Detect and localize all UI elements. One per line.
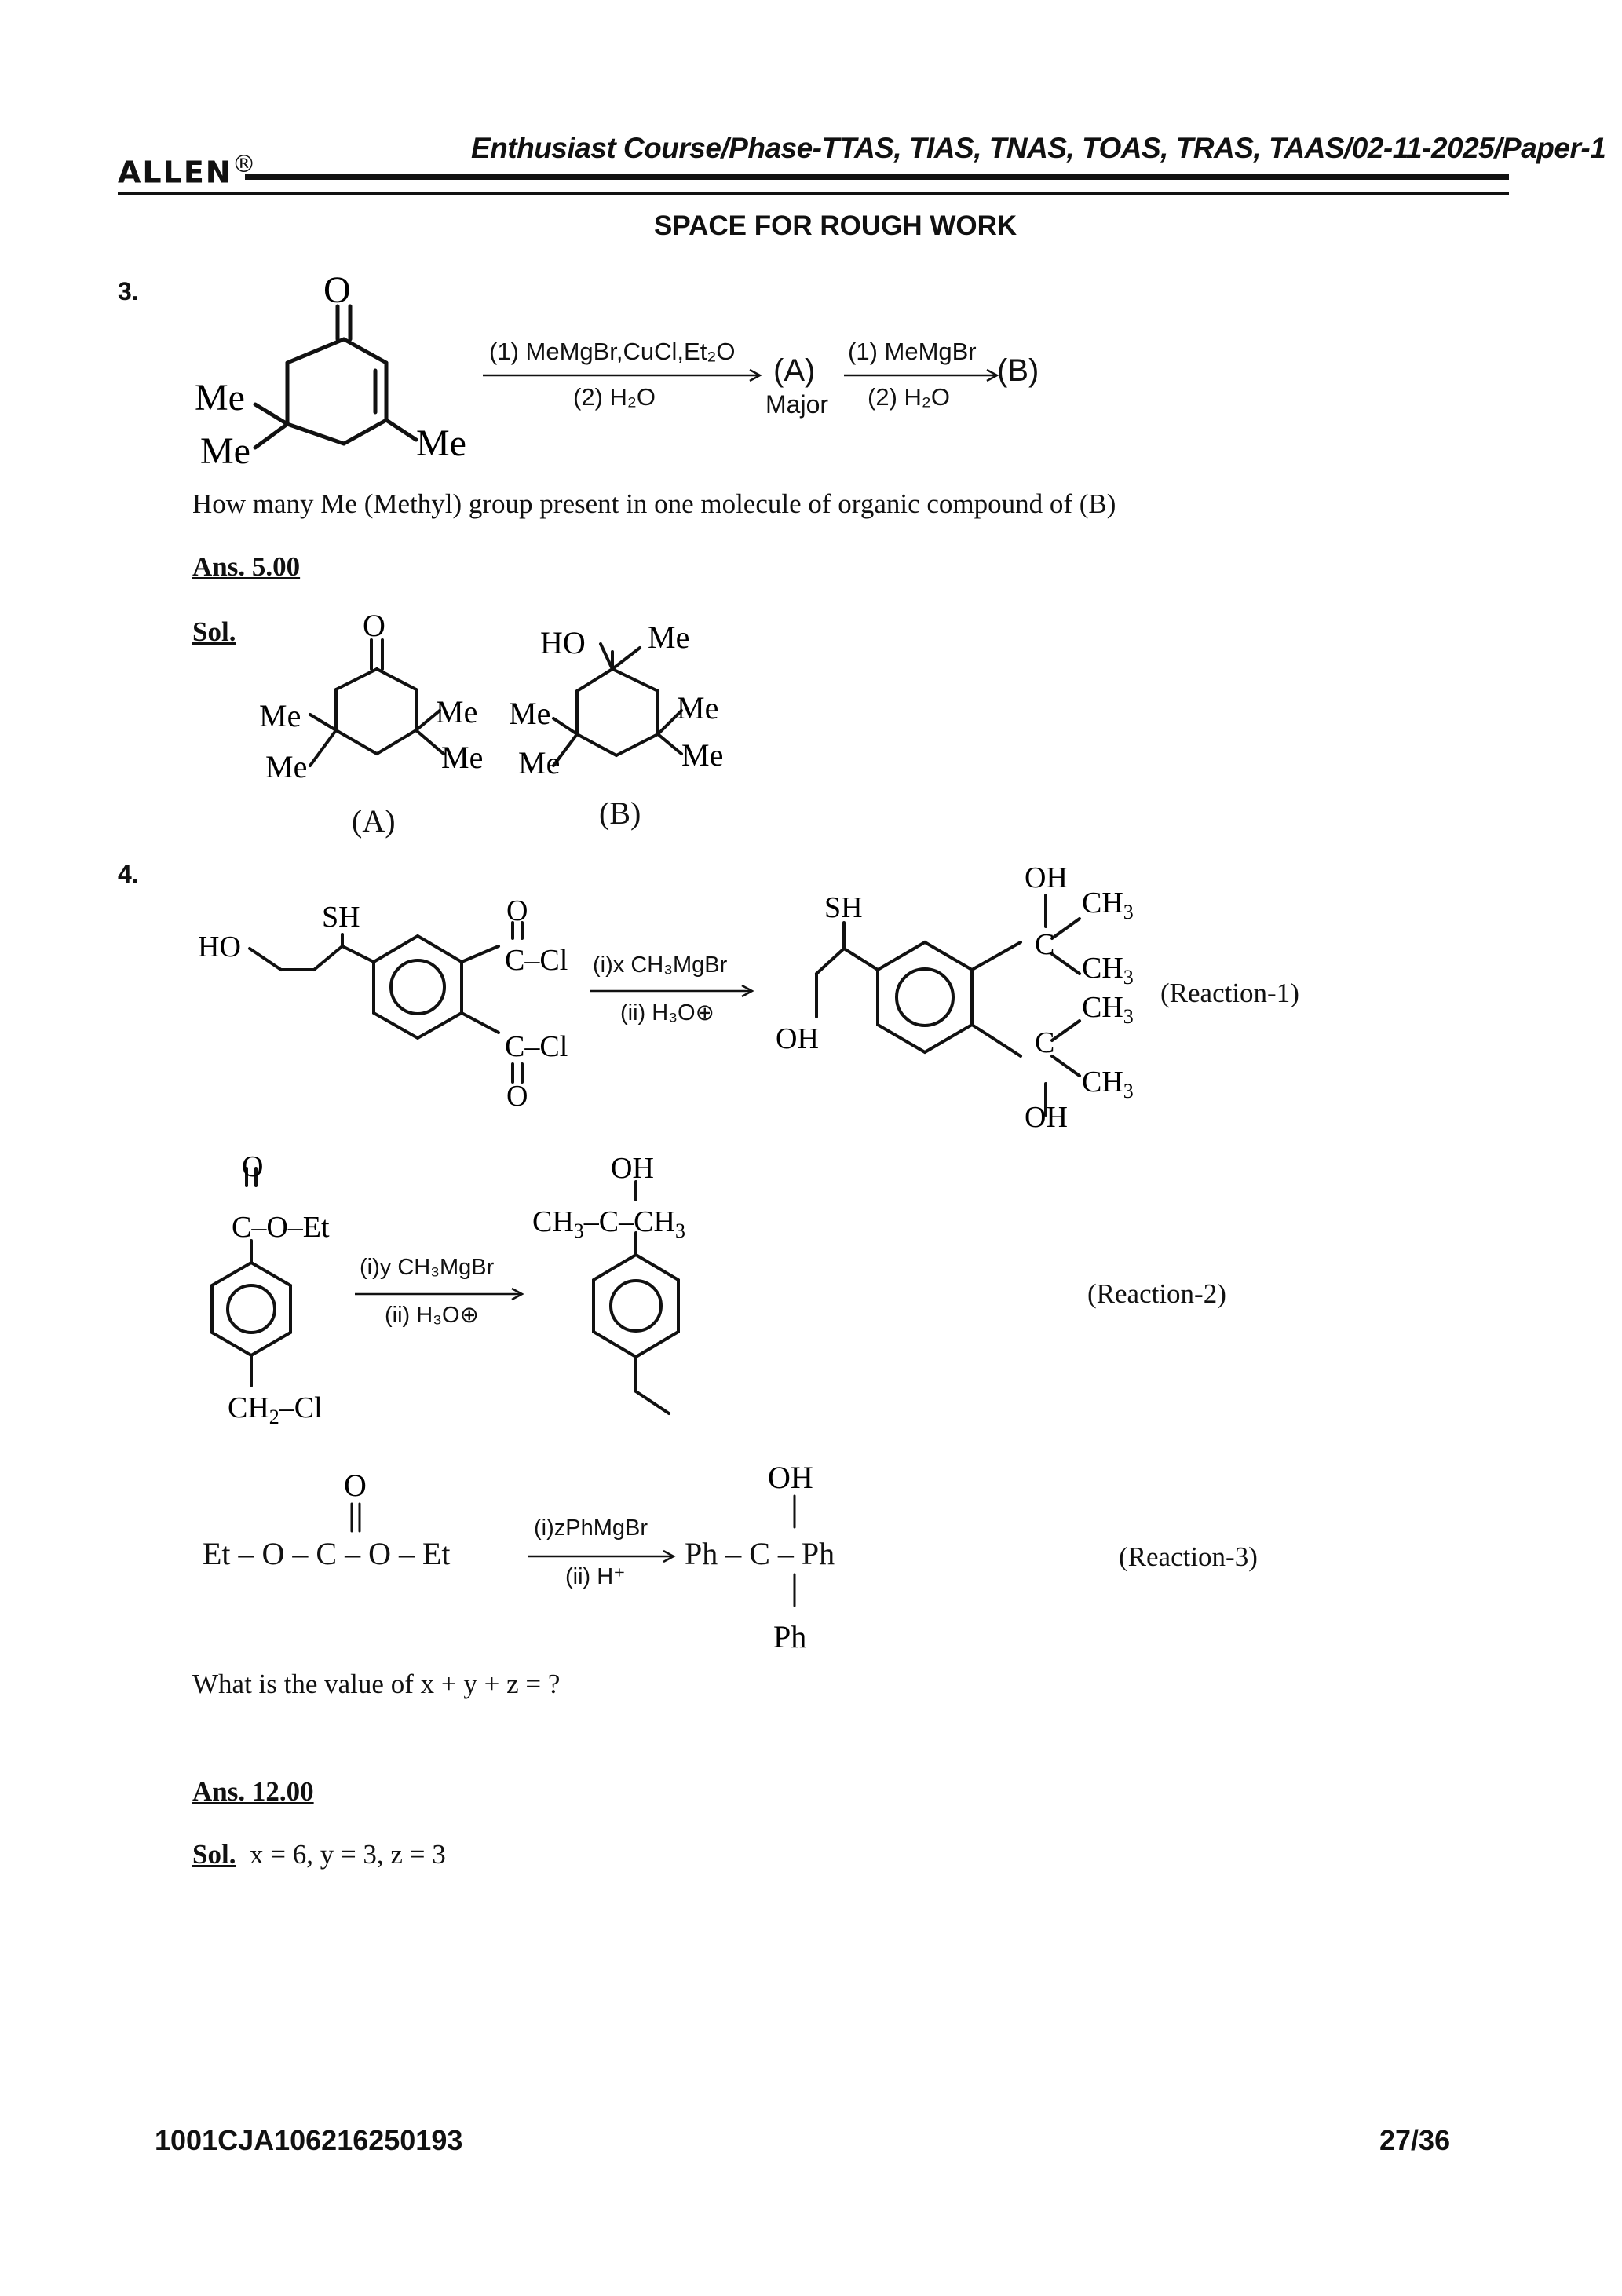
r3-product: Ph – C – Ph: [685, 1536, 835, 1571]
q4-solution: Sol. x = 6, y = 3, z = 3: [192, 1839, 446, 1870]
q3-reagent2-top: (1) MeMgBr: [848, 338, 977, 365]
course-header: Enthusiast Course/Phase-TTAS, TIAS, TNAS…: [471, 132, 1606, 164]
question-3-number: 3.: [118, 277, 139, 305]
methyl-label: Me: [195, 377, 245, 419]
svg-text:OH: OH: [776, 1022, 819, 1055]
registered-mark: ®: [232, 151, 256, 178]
r1-reagent-bottom: (ii) H₃O⊕: [620, 1000, 714, 1026]
r3-reactant: Et – O – C – O – Et: [203, 1536, 451, 1571]
svg-text:C: C: [1035, 1026, 1054, 1059]
svg-text:CH3–C–CH3: CH3–C–CH3: [532, 1205, 685, 1242]
q3-question-text: How many Me (Methyl) group present in on…: [192, 488, 1116, 519]
page-number: 27/36: [1379, 2124, 1451, 2156]
r2-reagent-bottom: (ii) H₃O⊕: [385, 1303, 479, 1328]
svg-text:SH: SH: [322, 901, 360, 934]
q4-sol-text: x = 6, y = 3, z = 3: [249, 1839, 446, 1870]
svg-text:Me: Me: [648, 620, 689, 655]
r2-reagent-top: (i)y CH₃MgBr: [360, 1255, 495, 1280]
svg-text:Me: Me: [509, 696, 550, 731]
reaction-3-label: (Reaction-3): [1119, 1541, 1258, 1572]
q3-solution-label: Sol.: [192, 616, 236, 648]
q3-reagent2-bottom: (2) H₂O: [868, 383, 951, 411]
question-4-number: 4.: [118, 860, 139, 888]
svg-text:OH: OH: [768, 1460, 813, 1495]
svg-text:Me: Me: [265, 749, 307, 784]
svg-text:O: O: [363, 608, 385, 643]
svg-text:HO: HO: [540, 625, 586, 660]
svg-text:CH3: CH3: [1082, 1066, 1134, 1102]
header-rule-thin: [118, 192, 1509, 195]
svg-text:C–Cl: C–Cl: [505, 944, 568, 977]
svg-text:C–Cl: C–Cl: [505, 1030, 568, 1063]
q3-product-a: (A): [773, 353, 816, 388]
svg-text:C–O–Et: C–O–Et: [232, 1211, 330, 1244]
svg-text:Me: Me: [436, 694, 477, 729]
q3-answer: Ans. 5.00: [192, 551, 300, 583]
q3-sol-label-b: (B): [599, 795, 641, 831]
oxygen-atom: O: [323, 269, 351, 311]
svg-text:O: O: [506, 1080, 528, 1113]
svg-text:SH: SH: [824, 891, 863, 924]
svg-text:Me: Me: [518, 745, 560, 781]
methyl-label: Me: [200, 430, 250, 472]
r3-reagent-top: (i)zPhMgBr: [534, 1515, 648, 1541]
paper-code: 1001CJA106216250193: [155, 2124, 463, 2156]
svg-text:HO: HO: [198, 930, 241, 963]
q4-answer: Ans. 12.00: [192, 1776, 314, 1808]
reaction-1-label: (Reaction-1): [1160, 978, 1299, 1008]
rough-work-title: SPACE FOR ROUGH WORK: [654, 210, 1017, 241]
svg-text:Ph: Ph: [773, 1619, 806, 1654]
r1-reagent-top: (i)x CH₃MgBr: [593, 952, 728, 978]
svg-text:C: C: [1035, 928, 1054, 961]
q3-major-label: Major: [765, 390, 829, 419]
q4-question-text: What is the value of x + y + z = ?: [192, 1669, 561, 1699]
r3-reagent-bottom: (ii) H⁺: [565, 1564, 626, 1589]
q3-sol-text: Sol.: [192, 616, 236, 647]
q3-reagent1-bottom: (2) H₂O: [573, 383, 656, 411]
methyl-label: Me: [416, 422, 466, 464]
logo-text: ALLEN: [118, 155, 232, 190]
svg-text:OH: OH: [1025, 1101, 1068, 1134]
svg-text:Me: Me: [677, 690, 718, 726]
svg-text:OH: OH: [611, 1152, 654, 1185]
svg-text:O: O: [242, 1150, 263, 1183]
header-rule-thick: [245, 174, 1509, 180]
svg-text:O: O: [506, 894, 528, 927]
svg-text:Me: Me: [259, 698, 301, 733]
svg-text:Me: Me: [441, 740, 483, 775]
svg-text:Me: Me: [681, 737, 723, 773]
allen-logo: ALLEN®: [118, 151, 256, 190]
svg-text:O: O: [344, 1468, 367, 1503]
q4-sol-label: Sol.: [192, 1839, 236, 1870]
q3-answer-label: Ans. 5.00: [192, 551, 301, 582]
q3-product-b: (B): [997, 353, 1039, 388]
q4-answer-label: Ans. 12.00: [192, 1776, 314, 1807]
reaction-2-label: (Reaction-2): [1087, 1278, 1226, 1309]
q3-reagent1-top: (1) MeMgBr,CuCl,Et₂O: [489, 338, 736, 365]
q3-sol-label-a: (A): [352, 803, 396, 839]
svg-text:CH3: CH3: [1082, 991, 1134, 1028]
svg-text:OH: OH: [1025, 861, 1068, 894]
